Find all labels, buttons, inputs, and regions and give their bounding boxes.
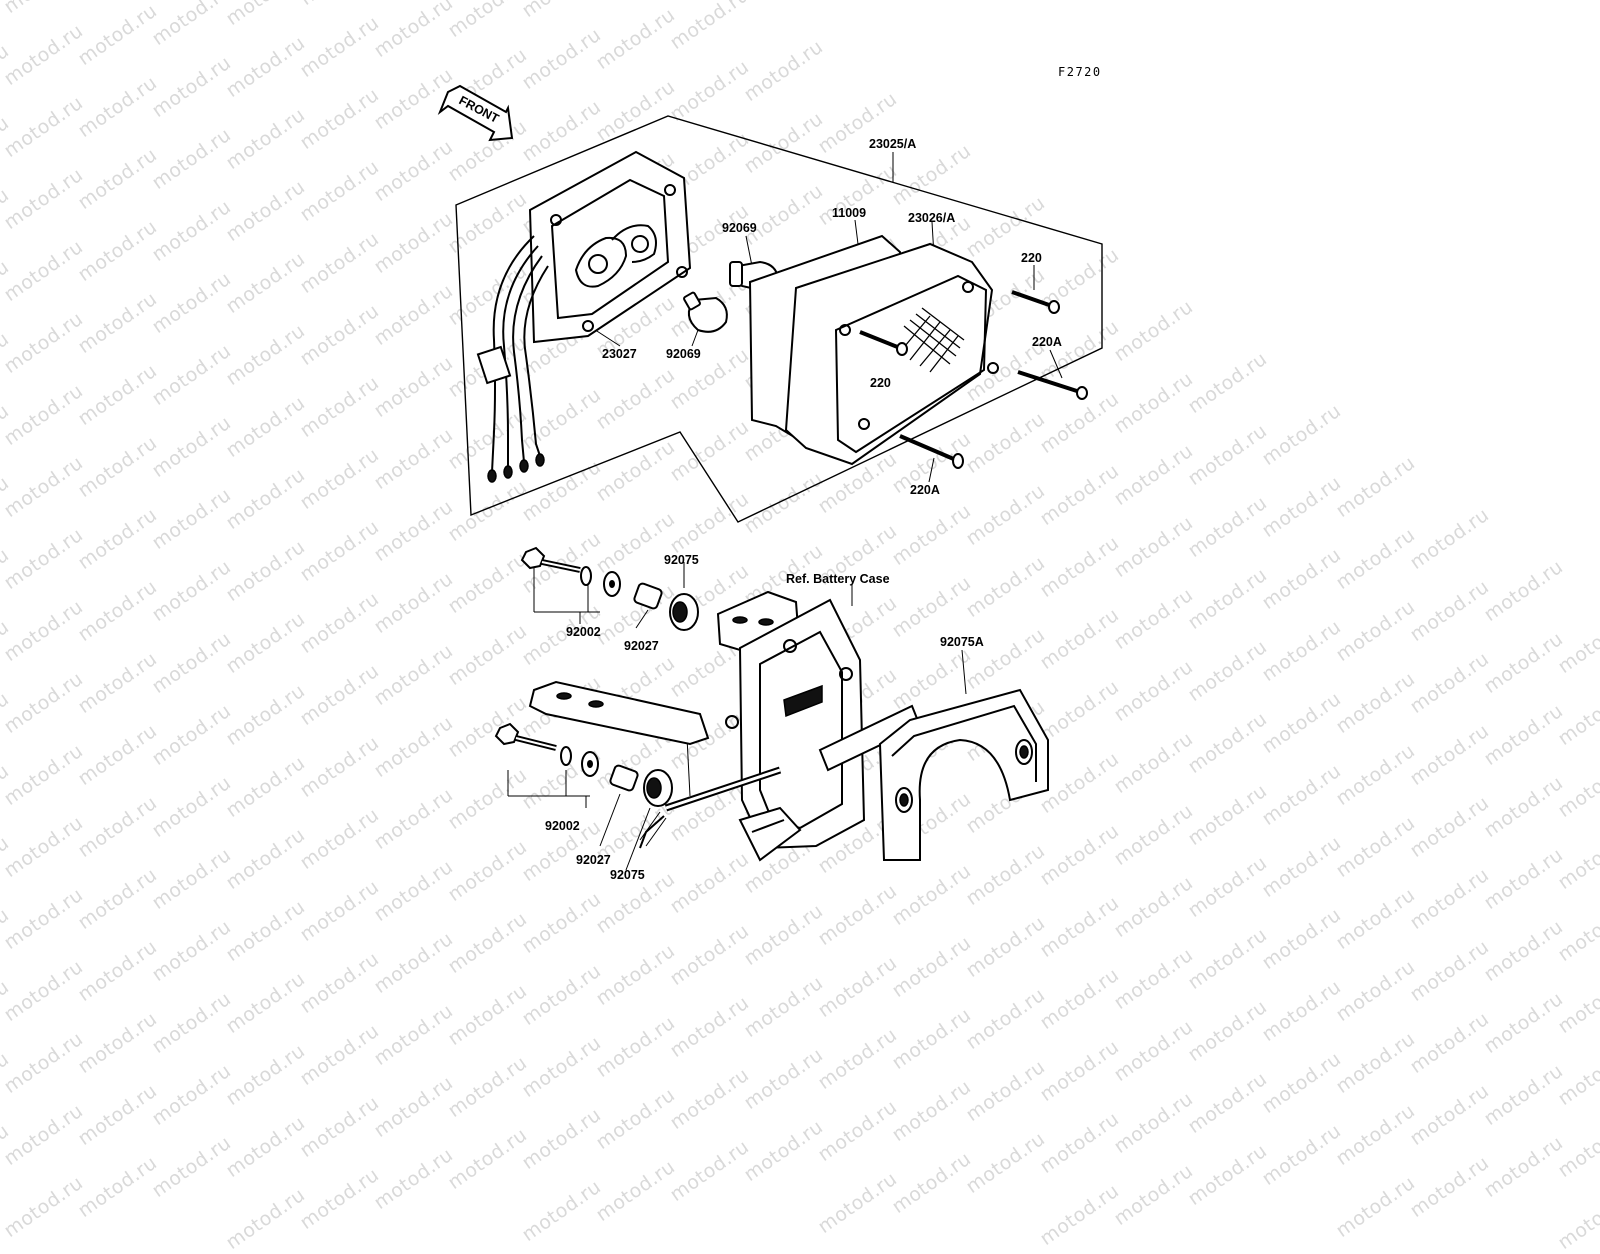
- bolt-lower: [494, 722, 557, 751]
- callout-labels: 23025/A 92069 11009 23026/A 220 23027 92…: [545, 137, 1062, 882]
- collar-92027-upper: [633, 582, 663, 610]
- front-arrow: FRONT: [437, 84, 514, 142]
- wiring-harness: [476, 235, 549, 483]
- collar-92027-lower: [609, 764, 639, 792]
- callout-92075A: 92075A: [940, 635, 984, 649]
- callout-220A-bottom: 220A: [910, 483, 940, 497]
- lens-23026A: [784, 242, 999, 466]
- screw-220-right: [1011, 290, 1060, 314]
- exploded-parts-diagram: F2720 FRONT: [437, 65, 1103, 882]
- taillight-bracket: [528, 590, 922, 862]
- callout-92027-lower: 92027: [576, 853, 611, 867]
- washer-large-lower: [581, 751, 599, 777]
- bulb-92069-lower: [683, 291, 728, 333]
- lamp-housing-23027: [528, 150, 692, 344]
- screw-220-center: [859, 330, 908, 356]
- callout-23027: 23027: [602, 347, 637, 361]
- callout-92027-upper: 92027: [624, 639, 659, 653]
- taillight-assembly-frame: [455, 115, 1103, 523]
- washer-small-lower: [560, 746, 572, 766]
- callout-92069-lower: 92069: [666, 347, 701, 361]
- callout-92002-lower: 92002: [545, 819, 580, 833]
- figure-code: F2720: [1058, 65, 1102, 79]
- washer-large-upper: [603, 571, 621, 597]
- callout-11009: 11009: [832, 206, 866, 220]
- leader-lines-bottom: [507, 560, 967, 871]
- screw-220A-bottom: [899, 434, 964, 469]
- callout-ref-battery-case: Ref. Battery Case: [786, 572, 890, 586]
- callout-220-center: 220: [870, 376, 891, 390]
- callout-23025A: 23025/A: [869, 137, 916, 151]
- callout-92075-upper: 92075: [664, 553, 699, 567]
- grommet-92075-lower: [643, 769, 673, 807]
- grommet-92075-upper: [669, 593, 699, 631]
- callout-92002-upper: 92002: [566, 625, 601, 639]
- callout-220-right: 220: [1021, 251, 1042, 265]
- washer-small-upper: [580, 566, 592, 586]
- callout-220A-right: 220A: [1032, 335, 1062, 349]
- bolt-upper: [520, 546, 581, 573]
- battery-case-holder-92075A: [878, 688, 1049, 861]
- screw-220A-right: [1017, 370, 1088, 400]
- callout-23026A: 23026/A: [908, 211, 955, 225]
- callout-92069-upper: 92069: [722, 221, 757, 235]
- callout-92075-lower: 92075: [610, 868, 645, 882]
